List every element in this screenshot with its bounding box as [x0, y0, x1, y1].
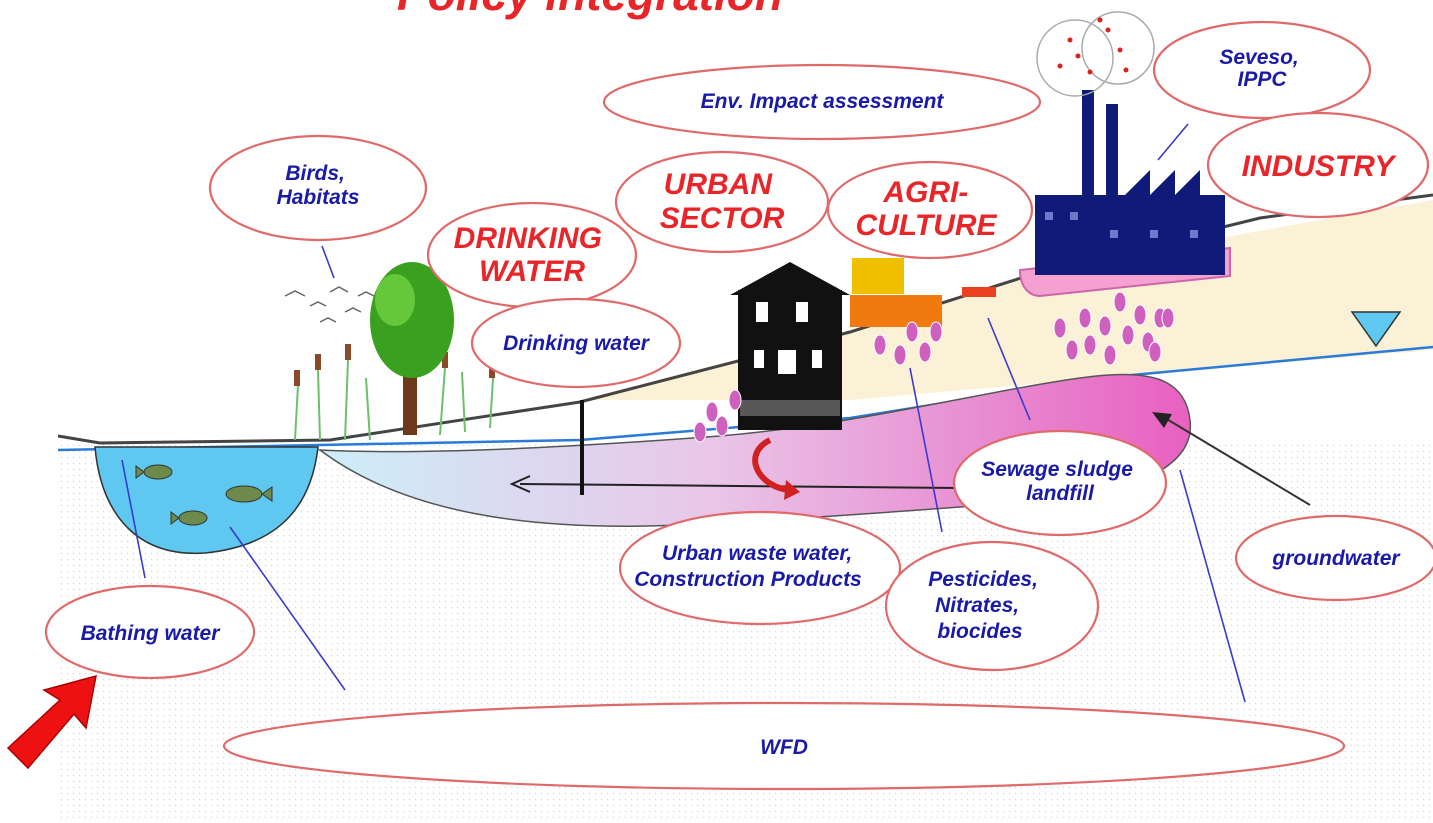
seveso-ellipse	[1152, 20, 1372, 120]
wfd-label: WFD	[760, 736, 808, 759]
urban-waste-ellipse	[618, 510, 902, 626]
discharge-arrowhead	[784, 480, 800, 500]
house-icon	[730, 262, 850, 430]
tree-icon	[370, 262, 454, 435]
agriculture-ellipse	[826, 160, 1034, 260]
water-table-line	[57, 345, 1433, 452]
relation-arrows	[121, 123, 1311, 703]
groundwater-ellipse	[1234, 514, 1433, 602]
env-impact-label: Env. Impact assessment	[701, 90, 945, 113]
industry-label: INDUSTRY	[1242, 150, 1398, 183]
discharge-arrow-icon	[752, 437, 791, 493]
urban-sector-label: URBAN SECTOR	[660, 168, 785, 235]
sewage-label: Sewage sludge landfill	[981, 458, 1139, 505]
birds-icon	[284, 286, 375, 323]
agriculture-label: AGRI- CULTURE	[855, 176, 997, 242]
wfd-ellipse	[222, 701, 1346, 791]
flow-arrowhead	[509, 475, 531, 493]
red-pointer-arrow-icon	[6, 674, 97, 770]
env-impact-ellipse	[602, 63, 1042, 141]
sewage-ellipse	[952, 429, 1168, 537]
urban-sector-ellipse	[614, 150, 830, 254]
groundwater-label: groundwater	[1271, 547, 1401, 570]
urban-waste-label: Urban waste water, Construction Products	[634, 542, 862, 591]
water-table-icon	[1350, 311, 1402, 348]
pollutant-particles	[693, 291, 1175, 443]
birds-label: Birds, Habitats	[277, 162, 360, 209]
bathing-water-label: Bathing water	[81, 622, 222, 645]
factory-icon	[1035, 90, 1225, 275]
flow-arrow-line	[519, 483, 961, 489]
page-title: Policy integration	[397, 0, 783, 20]
pesticides-ellipse	[884, 540, 1100, 672]
drinking-water-caps-label: DRINKING WATER	[454, 222, 611, 288]
smoke-icon	[1036, 11, 1155, 97]
industry-ellipse	[1206, 111, 1430, 219]
agriculture-field	[850, 295, 942, 327]
bathing-water-ellipse	[44, 584, 256, 680]
drinking-water-ellipse	[470, 297, 682, 389]
fish-icon	[135, 464, 273, 526]
seveso-label: Seveso, IPPC	[1219, 46, 1304, 91]
pesticides-label: Pesticides, Nitrates, biocides	[928, 568, 1044, 643]
tractor-icon	[852, 258, 904, 294]
red-strip	[962, 287, 996, 297]
drinking-water-label: Drinking water	[503, 332, 651, 355]
birds-ellipse	[208, 134, 428, 242]
